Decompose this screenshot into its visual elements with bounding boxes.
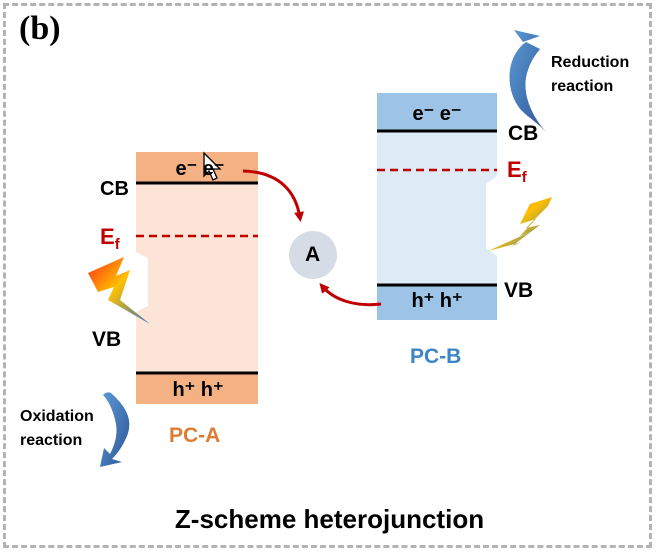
figure-frame — [3, 3, 652, 548]
pc-b-block — [377, 93, 497, 320]
pc-a-body — [136, 152, 258, 404]
pc-b-vb-holes: h⁺ h⁺ — [411, 290, 463, 312]
pc-b-vb-label: VB — [504, 279, 534, 302]
curved-arrow-icon — [509, 30, 546, 132]
mediator-label: A — [305, 243, 321, 266]
pc-b-vb-band — [377, 285, 497, 320]
pc-b-name: PC-B — [410, 345, 462, 368]
pc-b-body — [377, 93, 497, 320]
pc-b-cb-band — [377, 93, 497, 131]
pc-a-cb-label: CB — [100, 178, 129, 200]
mediator-circle — [289, 231, 337, 279]
pc-a-vb-band — [136, 373, 258, 404]
lightning-icon — [88, 257, 150, 324]
pc-a-cb-electrons: e⁻ e⁻ — [175, 158, 225, 180]
pc-a-block — [136, 152, 258, 404]
pc-a-fermi-label: Ef — [100, 224, 120, 253]
cursor-icon — [203, 151, 222, 181]
transfer-arrow-pc-b-to-mediator — [319, 282, 382, 307]
transfer-arrow-pc-a-to-mediator — [242, 169, 305, 222]
pc-a-name: PC-A — [169, 424, 221, 447]
pc-a-vb-holes: h⁺ h⁺ — [172, 379, 224, 401]
pc-a-cb-band — [136, 152, 258, 183]
pc-b-cb-label: CB — [508, 122, 539, 145]
pc-b-fermi-label: Ef — [507, 157, 527, 186]
curved-arrow-icon — [100, 392, 130, 467]
panel-label: (b) — [19, 10, 61, 47]
pc-b-cb-electrons: e⁻ e⁻ — [412, 103, 462, 125]
pc-a-vb-label: VB — [92, 328, 122, 351]
lightning-icon — [488, 197, 552, 251]
figure-title: Z-scheme heterojunction — [174, 504, 485, 534]
